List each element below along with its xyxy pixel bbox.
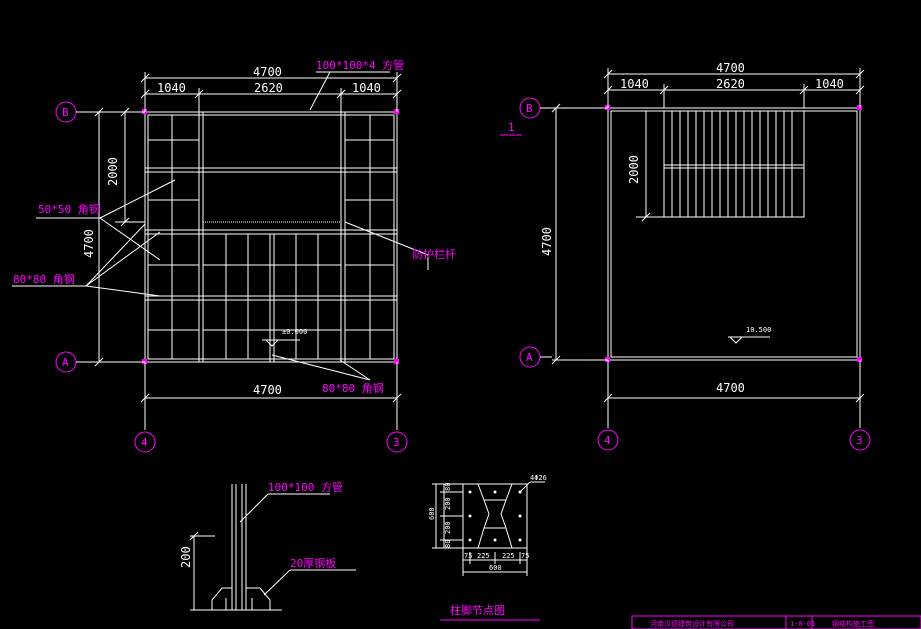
left-dim-2000: 2000 (106, 157, 120, 186)
right-index-label: 1 (508, 121, 515, 134)
right-axis-4-label: 4 (604, 434, 611, 447)
right-elevation: 10.500 (746, 326, 771, 334)
left-dim-1040-left: 1040 (157, 81, 186, 95)
right-plan-inner-outline (610, 110, 858, 358)
right-dim-2620: 2620 (716, 77, 745, 91)
left-dim-total-bottom: 4700 (253, 383, 282, 397)
title-block-company: 河南汉德建筑设计有限公司 (650, 619, 734, 628)
right-plan: 4700 1040 2620 1040 2000 4700 4700 B A 4… (500, 61, 871, 451)
right-axis-4-bubble (597, 429, 619, 451)
right-dim-total-bottom: 4700 (716, 381, 745, 395)
right-dim-2000: 2000 (627, 155, 641, 184)
right-axis-3-bubble (849, 429, 871, 451)
title-block-cell-3: 钢结构施工图 (832, 619, 874, 628)
title-block-cell-2: 1-0-01 (790, 620, 815, 628)
column-base-section: 200 100*100 方管 20厚钢板 (179, 480, 356, 611)
left-dim-2620: 2620 (254, 81, 283, 95)
left-axis-4-label: 4 (141, 436, 148, 449)
left-plan-outline (144, 111, 398, 363)
plate-dim-v-2: 200 (444, 497, 452, 510)
left-plan-inner-outline (147, 114, 395, 360)
base-plate-plan: 4Φ26 600 80 200 200 80 75 225 225 75 600… (428, 474, 547, 621)
right-dim-1040-right: 1040 (815, 77, 844, 91)
left-axis-4-bubble (134, 431, 156, 453)
right-axis-3-label: 3 (856, 434, 863, 447)
plate-dim-v-1: 80 (444, 483, 452, 491)
note-50x50-angle: 50*50 角钢 (38, 203, 100, 216)
right-dim-total-top: 4700 (716, 61, 745, 75)
plate-dim-v-3: 200 (444, 521, 452, 534)
right-dim-1040-left: 1040 (620, 77, 649, 91)
left-axis-3-bubble (386, 431, 408, 453)
stair-treads (663, 110, 805, 218)
left-axis-3-label: 3 (393, 436, 400, 449)
section-note-tube: 100*100 方管 (268, 480, 343, 494)
plate-dim-h-4: 75 (521, 552, 529, 560)
left-axis-b-label: B (62, 106, 69, 119)
plate-dim-bottom: 600 (489, 564, 502, 572)
plate-dim-h-1: 75 (464, 552, 472, 560)
left-dim-4700-vertical: 4700 (82, 229, 96, 258)
note-guard-rail: 防护栏杆 (412, 247, 456, 261)
plate-dim-h-3: 225 (502, 552, 515, 560)
section-dim-200: 200 (179, 546, 193, 568)
base-plate-outline (462, 483, 528, 549)
section-note-plate: 20厚钢板 (290, 556, 336, 570)
detail-caption: 柱脚节点图 (450, 603, 505, 617)
right-axis-a-label: A (526, 351, 533, 364)
note-80x80-angle-left: 80*80 角钢 (13, 273, 75, 286)
note-80x80-angle-bottom: 80*80 角钢 (322, 382, 384, 395)
left-dim-1040-right: 1040 (352, 81, 381, 95)
left-dim-total-top: 4700 (253, 65, 282, 79)
title-block: 河南汉德建筑设计有限公司 1-0-01 钢结构施工图 (631, 615, 921, 629)
right-plan-outline (607, 107, 861, 361)
right-axis-b-label: B (526, 102, 533, 115)
plate-dim-h-2: 225 (477, 552, 490, 560)
right-dim-4700-vertical: 4700 (540, 227, 554, 256)
left-axis-a-label: A (62, 356, 69, 369)
left-plan: 4700 1040 2620 1040 2000 4700 4700 B A 4… (12, 58, 456, 453)
plate-dim-v-4: 80 (444, 540, 452, 548)
plate-note-bolt: 4Φ26 (530, 474, 547, 482)
note-100x100x4-tube: 100*100*4 方管 (316, 58, 404, 72)
plate-dim-side: 600 (428, 507, 436, 520)
left-elevation-small: ±0.000 (282, 328, 307, 336)
